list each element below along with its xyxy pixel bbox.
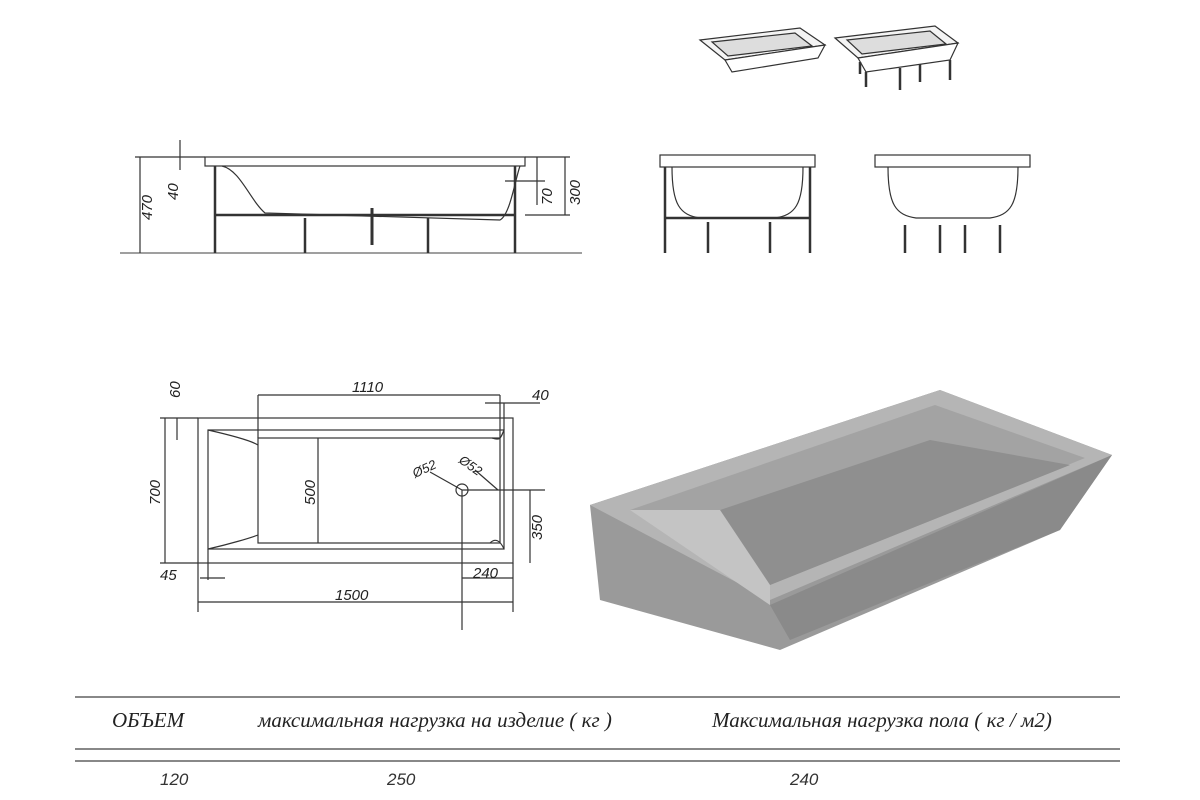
dim-1110: 1110 — [352, 379, 384, 396]
dim-350: 350 — [529, 514, 546, 540]
tub-thumbnail-1 — [698, 27, 827, 73]
tub-thumbnail-2 — [833, 25, 960, 90]
dim-drain-diameter: Ø52 — [409, 456, 439, 481]
table-top-rule — [75, 696, 1120, 698]
table-header-rule — [75, 748, 1120, 750]
dim-70: 70 — [539, 188, 556, 205]
side-view — [120, 140, 582, 254]
tub-3d-render — [590, 390, 1112, 650]
technical-drawing: 470 40 70 300 1110 40 60 700 500 350 45 … — [120, 25, 1112, 650]
header-max-load-product: максимальная нагрузка на изделие ( кг ) — [258, 708, 612, 732]
dim-300: 300 — [567, 179, 584, 205]
dim-470: 470 — [139, 194, 156, 220]
dim-1500: 1500 — [335, 587, 369, 604]
header-max-floor-load: Максимальная нагрузка пола ( кг / м2) — [712, 708, 1052, 732]
dim-40-top: 40 — [532, 387, 549, 404]
dim-500: 500 — [302, 479, 319, 505]
dim-700: 700 — [147, 479, 164, 505]
dim-60: 60 — [167, 381, 184, 398]
top-view — [160, 394, 545, 630]
header-volume: ОБЪЕМ — [112, 708, 185, 732]
dim-240: 240 — [472, 565, 499, 582]
value-max-floor-load: 240 — [790, 770, 819, 789]
end-view-legs — [874, 154, 1031, 253]
dim-40-side: 40 — [165, 183, 182, 200]
end-view-frame — [659, 154, 816, 253]
value-volume: 120 — [160, 770, 189, 789]
table-header-rule-2 — [75, 760, 1120, 762]
value-max-load-product: 250 — [387, 770, 416, 789]
dim-45: 45 — [160, 567, 177, 584]
